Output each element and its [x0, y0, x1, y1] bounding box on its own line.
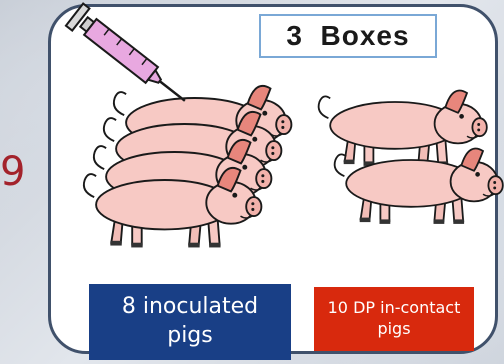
- inoculated-pigs-label: 8 inoculated pigs: [89, 284, 291, 360]
- in-contact-pigs-label: 10 DP in-contact pigs: [314, 287, 474, 351]
- syringe-icon: [66, 4, 194, 112]
- boxes-label: 3 Boxes: [259, 14, 437, 58]
- boxes-label-text: 3 Boxes: [286, 20, 409, 52]
- pig-icon: [335, 149, 503, 224]
